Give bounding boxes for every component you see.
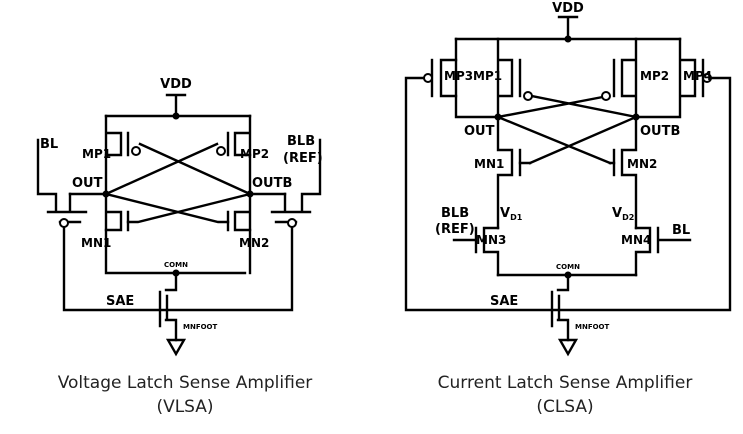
clsa-mp2-gate-bubble bbox=[601, 91, 611, 101]
vlsa-sae-label: SAE bbox=[106, 294, 134, 309]
clsa-caption-title: Current Latch Sense Amplifier bbox=[438, 373, 693, 393]
vlsa-schematic: VDD BL BLB (REF) MP1 MP2 OUT OUTB MN1 MN… bbox=[36, 77, 323, 357]
vlsa-mp2-label: MP2 bbox=[240, 147, 269, 161]
clsa-mp1-gate-bubble bbox=[523, 91, 533, 101]
vlsa-mp2-gate-bubble bbox=[216, 146, 226, 156]
clsa-bl-label: BL bbox=[672, 223, 690, 238]
clsa-mp2-label: MP2 bbox=[640, 69, 669, 83]
clsa-vd2-label: VD2 bbox=[612, 206, 634, 222]
clsa-mp1-label: MP1 bbox=[473, 69, 502, 83]
clsa-out-node bbox=[494, 113, 502, 121]
vlsa-mn2-label: MN2 bbox=[239, 236, 269, 250]
vlsa-comn-node bbox=[172, 269, 180, 277]
vlsa-outb-node bbox=[246, 190, 254, 198]
clsa-comn-label: COMN bbox=[556, 263, 580, 271]
clsa-labels: VDD MP3 MP1 MP2 MP4 OUT OUTB MN1 MN2 VD1… bbox=[435, 1, 712, 331]
vlsa-out-label: OUT bbox=[72, 176, 103, 191]
clsa-mp3-label: MP3 bbox=[444, 69, 473, 83]
clsa-blb-label: BLB bbox=[441, 206, 469, 221]
clsa-vd1-label: VD1 bbox=[500, 206, 523, 222]
clsa-mn2-label: MN2 bbox=[627, 157, 657, 171]
clsa-ref-label: (REF) bbox=[435, 222, 475, 237]
vlsa-blb-label: BLB bbox=[287, 134, 315, 149]
clsa-vd2-sub: D2 bbox=[622, 213, 634, 222]
clsa-out-label: OUT bbox=[464, 124, 495, 139]
vlsa-bl-label: BL bbox=[40, 137, 58, 152]
vlsa-labels: VDD BL BLB (REF) MP1 MP2 OUT OUTB MN1 MN… bbox=[40, 77, 323, 331]
clsa-vdd-node bbox=[564, 35, 572, 43]
clsa-mp4-label: MP4 bbox=[683, 69, 712, 83]
clsa-comn-node bbox=[564, 271, 572, 279]
vlsa-vdd-label: VDD bbox=[160, 77, 192, 92]
vlsa-mn1-label: MN1 bbox=[81, 236, 111, 250]
clsa-schematic: VDD MP3 MP1 MP2 MP4 OUT OUTB MN1 MN2 VD1… bbox=[404, 1, 732, 357]
vlsa-comn-label: COMN bbox=[164, 261, 188, 269]
clsa-vd1-sub: D1 bbox=[510, 213, 523, 222]
vlsa-out-node bbox=[102, 190, 110, 198]
clsa-wires bbox=[404, 15, 732, 357]
clsa-vd2-main: V bbox=[612, 206, 622, 221]
clsa-junction-dots bbox=[494, 35, 640, 279]
vlsa-ref-label: (REF) bbox=[283, 151, 323, 166]
clsa-vd1-main: V bbox=[500, 206, 510, 221]
vlsa-wires bbox=[36, 93, 322, 357]
clsa-sae-label: SAE bbox=[490, 294, 518, 309]
vlsa-vdd-node bbox=[172, 112, 180, 120]
clsa-mp3-gate-bubble bbox=[423, 73, 433, 83]
clsa-vdd-label: VDD bbox=[552, 1, 584, 16]
vlsa-bl-gate-bubble bbox=[59, 218, 69, 228]
clsa-mn4-label: MN4 bbox=[621, 233, 651, 247]
vlsa-mp1-label: MP1 bbox=[82, 147, 111, 161]
vlsa-caption-abbrev: (VLSA) bbox=[156, 397, 213, 417]
clsa-mp4-gate-bubble bbox=[702, 73, 712, 83]
vlsa-junction-dots bbox=[102, 112, 254, 277]
clsa-mn3-label: MN3 bbox=[476, 233, 506, 247]
vlsa-mnfoot-label: MNFOOT bbox=[183, 323, 218, 331]
vlsa-bubbles bbox=[59, 146, 297, 228]
vlsa-blb-gate-bubble bbox=[287, 218, 297, 228]
clsa-caption-abbrev: (CLSA) bbox=[536, 397, 593, 417]
clsa-mn1-label: MN1 bbox=[474, 157, 504, 171]
vlsa-mp1-gate-bubble bbox=[131, 146, 141, 156]
vlsa-outb-label: OUTB bbox=[252, 176, 292, 191]
clsa-outb-label: OUTB bbox=[640, 124, 680, 139]
clsa-bubbles bbox=[423, 73, 712, 101]
vlsa-caption-title: Voltage Latch Sense Amplifier bbox=[58, 373, 313, 393]
clsa-outb-node bbox=[632, 113, 640, 121]
clsa-mnfoot-label: MNFOOT bbox=[575, 323, 610, 331]
